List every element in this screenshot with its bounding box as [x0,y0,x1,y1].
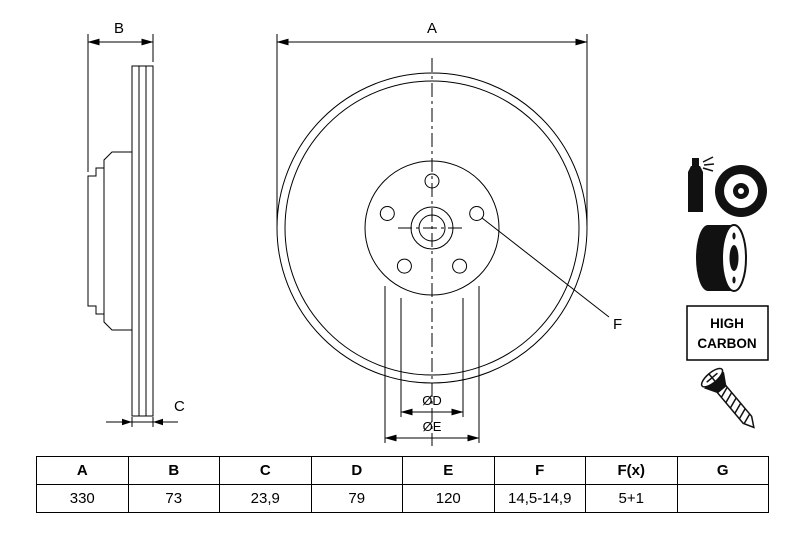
spec-table-value-row: 330 73 23,9 79 120 14,5-14,9 5+1 [36,484,769,513]
high-carbon-line2: CARBON [697,336,756,351]
dimension-c [106,417,178,427]
coating-spray-icon [688,156,767,217]
f-leader-line [481,217,610,318]
col-header-c: C [219,456,312,485]
bolt-hole [469,206,485,221]
front-view [276,58,588,446]
high-carbon-badge: HIGH CARBON [686,305,769,361]
dim-a-label: A [427,20,437,37]
col-header-e: E [402,456,495,485]
dimension-a [276,34,588,226]
side-view [87,65,154,417]
bolt-hole [452,258,468,274]
countersunk-screw-icon [700,367,755,429]
dim-b-label: B [114,20,124,37]
value-a: 330 [36,484,129,513]
col-header-d: D [310,456,403,485]
dimension-d [400,298,464,417]
dim-d-label: ØD [422,393,442,408]
dimension-e [384,286,480,443]
dimension-b [87,34,154,172]
value-g [676,484,769,513]
col-header-b: B [127,456,220,485]
value-c: 23,9 [219,484,312,513]
bolt-hole [379,206,395,221]
value-d: 79 [310,484,403,513]
value-b: 73 [127,484,220,513]
brake-disc-icon [696,224,747,292]
disc-ring-outline [131,65,154,417]
technical-drawing: B C [87,20,769,446]
col-header-f: F [493,456,586,485]
value-f: 14,5-14,9 [493,484,586,513]
bolt-hole [396,258,412,274]
dim-c-label: C [174,398,185,415]
high-carbon-line1: HIGH [710,316,744,331]
col-header-a: A [36,456,129,485]
value-fx: 5+1 [585,484,678,513]
value-e: 120 [402,484,495,513]
col-header-g: G [676,456,769,485]
col-header-fx: F(x) [585,456,678,485]
spec-table: A B C D E F F(x) G 330 73 23,9 79 120 14… [36,456,769,513]
spec-table-header-row: A B C D E F F(x) G [36,456,769,485]
dim-e-label: ØE [423,419,442,434]
disc-hat-profile [87,151,132,331]
dim-f-label: F [613,316,622,333]
outer-rim-circle [284,80,580,376]
